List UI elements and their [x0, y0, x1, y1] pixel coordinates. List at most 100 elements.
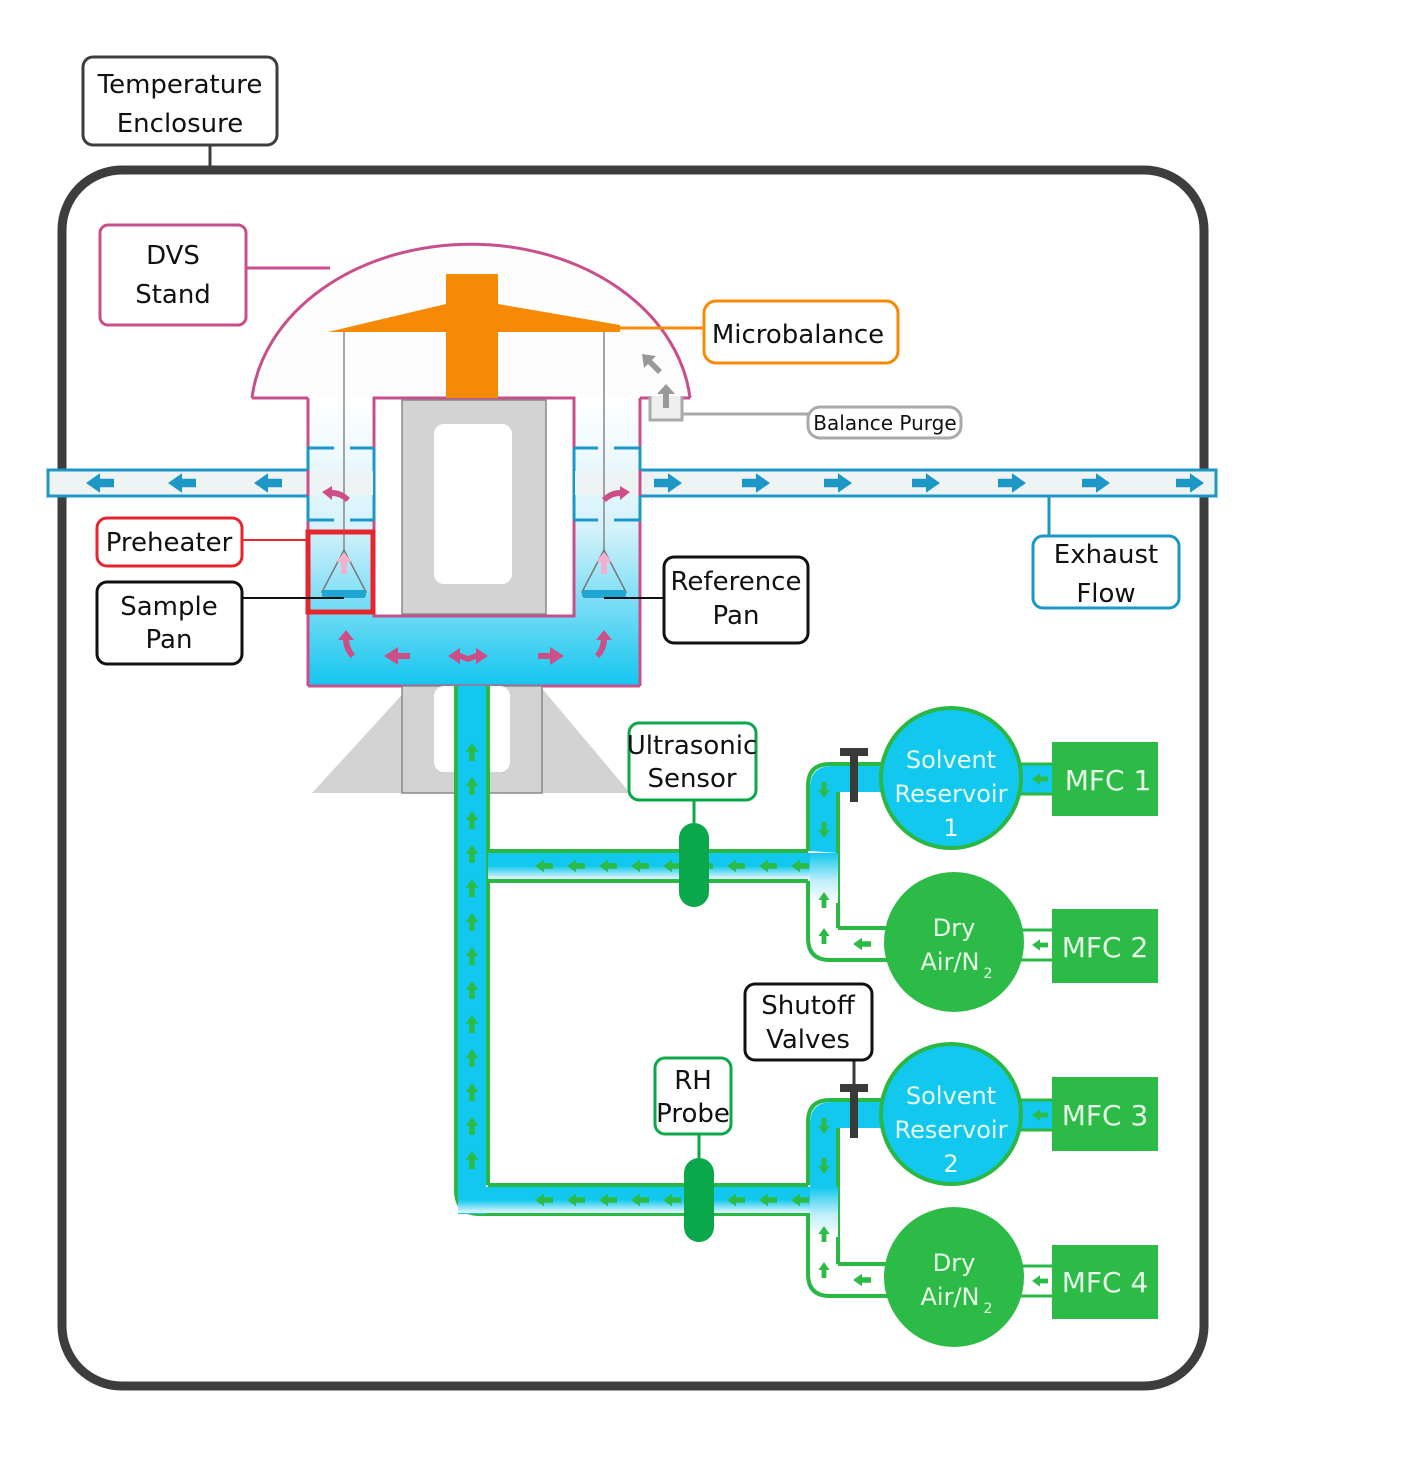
gas-flow-arrow [599, 1193, 617, 1207]
gas-flow-arrow [465, 1151, 479, 1169]
gas-flow-arrow [465, 743, 479, 761]
rh-probe-label: RH Probe [653, 1056, 733, 1158]
svg-text:DVS: DVS [146, 241, 200, 271]
microbalance [328, 274, 620, 398]
gas-flow-arrow [727, 1193, 745, 1207]
reference-pan-label: Reference Pan [604, 555, 810, 645]
gas-flow-arrow [663, 1193, 681, 1207]
dvs-stand-label: DVS Stand [98, 223, 330, 327]
gas-flow-arrow [465, 845, 479, 863]
preheater-label: Preheater [95, 516, 308, 568]
svg-text:Air/N: Air/N [921, 1283, 980, 1311]
svg-text:Sensor: Sensor [647, 764, 736, 794]
sample-pan [320, 548, 368, 598]
svg-text:Sample: Sample [120, 592, 218, 622]
svg-text:2: 2 [984, 1301, 993, 1317]
svg-text:Pan: Pan [146, 625, 193, 655]
mfc-2: MFC 2 [1052, 909, 1158, 983]
svg-text:Stand: Stand [135, 280, 211, 310]
svg-text:Reservoir: Reservoir [895, 1116, 1008, 1144]
svg-text:Solvent: Solvent [906, 1082, 996, 1110]
gas-flow-arrow [818, 1262, 830, 1278]
gas-flow-arrow [465, 1083, 479, 1101]
rh-probe [684, 1158, 714, 1242]
svg-text:Microbalance: Microbalance [712, 320, 884, 350]
gas-flow-arrow [791, 1193, 809, 1207]
svg-text:Reference: Reference [671, 567, 802, 597]
gas-flow-arrow [535, 1193, 553, 1207]
exhaust-arrow [168, 473, 196, 493]
shutoff-valve-2 [840, 1084, 868, 1138]
gas-flow-arrow [465, 981, 479, 999]
balance-purge-label: Balance Purge [806, 405, 963, 440]
shutoff-valves-label: Shutoff Valves [743, 982, 874, 1084]
source-solvent-reservoir-2: Solvent Reservoir 2 [879, 1042, 1023, 1186]
mfc-1: MFC 1 [1052, 742, 1158, 816]
svg-text:Balance Purge: Balance Purge [813, 411, 956, 435]
svg-text:Dry: Dry [933, 1249, 976, 1277]
gas-flow-arrow [465, 1015, 479, 1033]
svg-text:Preheater: Preheater [106, 528, 233, 558]
svg-text:MFC 2: MFC 2 [1062, 931, 1149, 964]
preheater [305, 529, 376, 615]
shutoff-valve-1 [840, 748, 868, 802]
source-dry-air-1: Dry Air/N 2 [884, 872, 1024, 1012]
sample-pan-label: Sample Pan [95, 580, 344, 666]
mfc-3: MFC 3 [1052, 1077, 1158, 1151]
svg-text:2: 2 [984, 966, 993, 982]
mfc-4: MFC 4 [1052, 1245, 1158, 1319]
gas-flow-arrow [818, 1226, 830, 1242]
balance-purge [642, 354, 808, 422]
svg-text:Probe: Probe [656, 1099, 730, 1129]
exhaust-arrow [1082, 473, 1110, 493]
gas-flow-arrow [465, 777, 479, 795]
gas-flow-arrow [818, 1158, 830, 1174]
svg-text:RH: RH [674, 1066, 712, 1096]
svg-text:Ultrasonic: Ultrasonic [627, 731, 758, 761]
exhaust-arrow [654, 473, 682, 493]
gas-flow-arrow [567, 1193, 585, 1207]
exhaust-arrow [1176, 473, 1204, 493]
exhaust-arrow [86, 473, 114, 493]
gas-flow-arrow [465, 811, 479, 829]
exhaust-port-left-gap [310, 471, 373, 495]
svg-text:Enclosure: Enclosure [117, 109, 243, 139]
gas-flow-arrow [759, 1193, 777, 1207]
svg-text:Temperature: Temperature [97, 70, 263, 100]
svg-text:MFC 3: MFC 3 [1062, 1099, 1149, 1132]
svg-text:Valves: Valves [766, 1025, 850, 1055]
sample-chamber [306, 396, 642, 794]
svg-text:Dry: Dry [933, 914, 976, 942]
gas-flow-arrow [1032, 773, 1048, 785]
svg-text:Air/N: Air/N [921, 948, 980, 976]
gas-flow-arrow [818, 1118, 830, 1134]
ultrasonic-sensor [679, 823, 709, 907]
gas-flow-arrow [818, 822, 830, 838]
gas-flow-arrow [465, 1049, 479, 1067]
source-solvent-reservoir-1: Solvent Reservoir 1 [879, 706, 1023, 850]
reference-pan [580, 548, 628, 598]
gas-flow-arrow [1032, 939, 1048, 951]
gas-flow-arrow [818, 782, 830, 798]
exhaust-arrow [254, 473, 282, 493]
gas-flow-arrow [853, 1273, 871, 1287]
gas-flow-arrow [818, 892, 830, 908]
svg-text:Exhaust: Exhaust [1054, 540, 1158, 570]
microbalance-label: Microbalance [620, 299, 900, 365]
gas-flow-arrow [465, 1117, 479, 1135]
svg-text:Solvent: Solvent [906, 746, 996, 774]
svg-text:1: 1 [943, 814, 958, 842]
exhaust-arrow [998, 473, 1026, 493]
gas-flow-arrow [465, 913, 479, 931]
gas-flow-arrow [631, 1193, 649, 1207]
temperature-enclosure-label: Temperature Enclosure [81, 55, 279, 147]
gas-flow-arrow [465, 947, 479, 965]
svg-text:Flow: Flow [1076, 579, 1135, 609]
chamber-flow-arrows [322, 486, 630, 665]
gas-flow-arrow [465, 879, 479, 897]
exhaust-flow-label: Exhaust Flow [1031, 496, 1181, 610]
ultrasonic-sensor-label: Ultrasonic Sensor [627, 721, 758, 823]
svg-text:Shutoff: Shutoff [761, 991, 856, 1021]
exhaust-arrow [912, 473, 940, 493]
